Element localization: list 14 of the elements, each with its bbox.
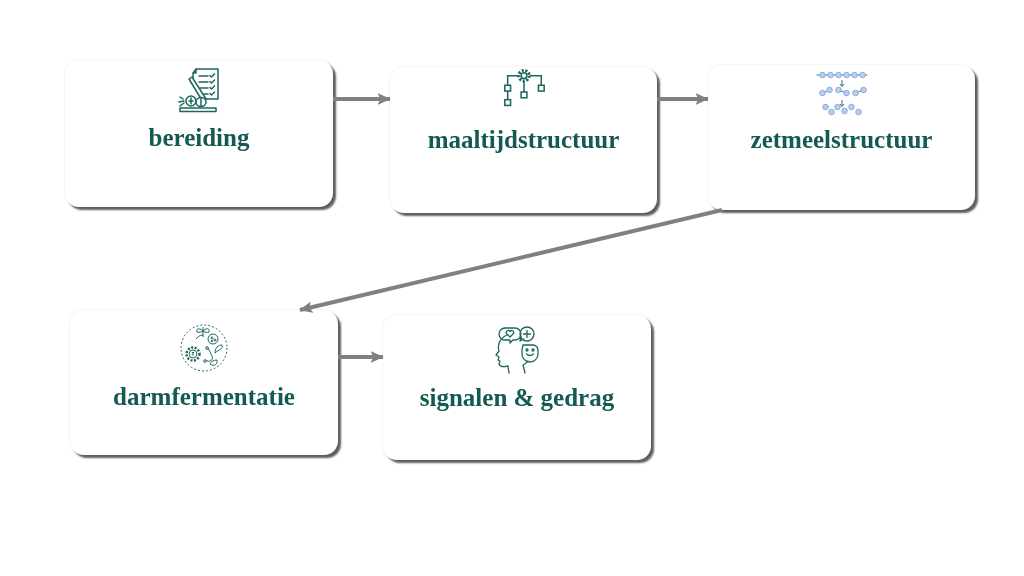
step-title: maaltijdstructuur [427, 125, 620, 155]
arrow [333, 93, 391, 105]
step-title: bereiding [148, 123, 250, 153]
arrow [657, 93, 709, 105]
process-card [390, 67, 657, 213]
arrow [299, 208, 723, 313]
step-title: signalen & gedrag [419, 383, 615, 413]
step-title: darmfermentatie [113, 382, 295, 412]
arrow [338, 351, 384, 363]
process-card [708, 65, 975, 210]
process-card [383, 315, 651, 460]
step-title: zetmeelstructuur [750, 125, 933, 155]
process-card [70, 310, 338, 455]
process-card [65, 60, 333, 207]
